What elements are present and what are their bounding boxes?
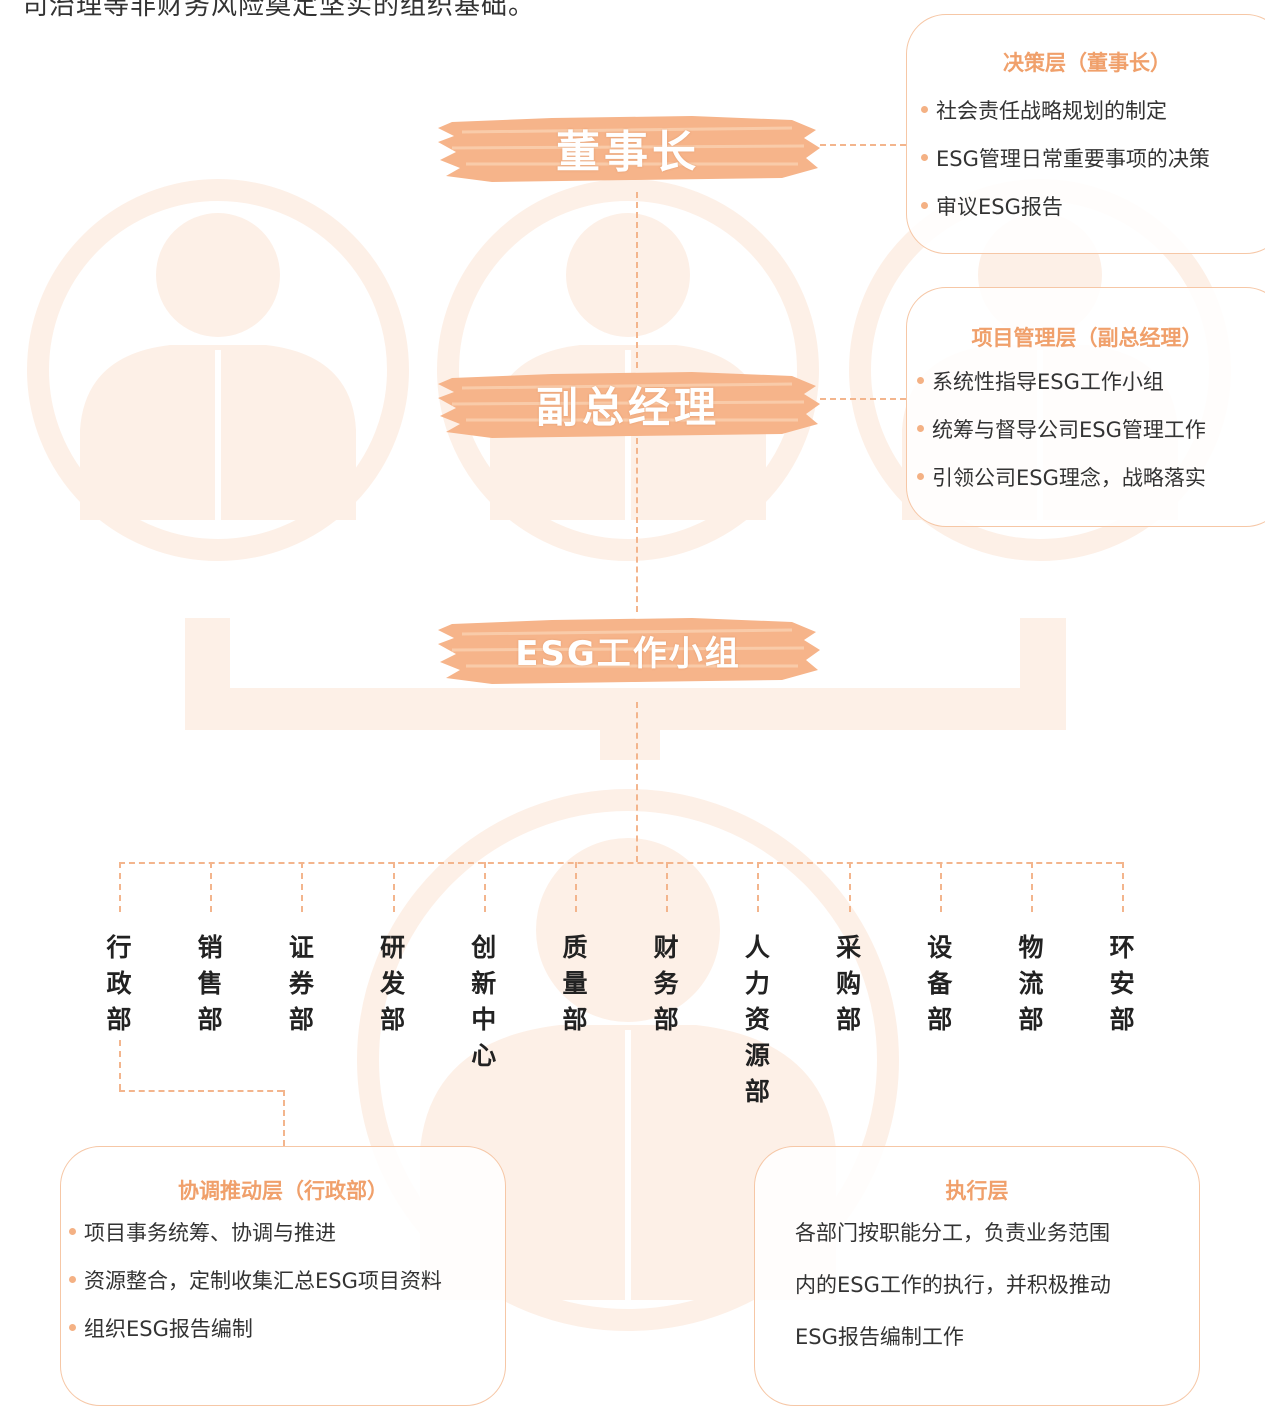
- decision-layer-box: 决策层（董事长） 社会责任战略规划的制定 ESG管理日常重要事项的决策 审议ES…: [906, 14, 1265, 254]
- list-item: 引领公司ESG理念，战略落实: [917, 454, 1206, 502]
- brush-stroke-icon: [438, 372, 820, 438]
- person-silhouette-icon: [357, 789, 899, 1331]
- department-label: 设备部: [927, 933, 953, 1034]
- bullet-dot-icon: [69, 1227, 76, 1235]
- list-item: 项目事务统筹、协调与推进: [69, 1209, 442, 1257]
- bullet-dot-icon: [921, 105, 928, 113]
- department-label: 质量部: [562, 933, 588, 1034]
- department-drop-line: [210, 862, 213, 912]
- connector-admin-across: [119, 1090, 283, 1092]
- esg-group-node: ESG工作小组: [432, 610, 824, 690]
- department-label: 物流部: [1018, 933, 1044, 1034]
- department-drop-line: [119, 862, 121, 912]
- connector-chairman-vicegm: [636, 192, 638, 368]
- vice-gm-node: 副总经理: [432, 364, 824, 444]
- coordination-layer-list: 项目事务统筹、协调与推进 资源整合，定制收集汇总ESG项目资料 组织ESG报告编…: [69, 1209, 442, 1353]
- department-label: 证券部: [288, 933, 314, 1034]
- coordination-layer-box: 协调推动层（行政部） 项目事务统筹、协调与推进 资源整合，定制收集汇总ESG项目…: [60, 1146, 506, 1406]
- vice-gm-label: 副总经理: [535, 382, 720, 432]
- bullet-dot-icon: [917, 376, 924, 384]
- list-item: 统筹与督导公司ESG管理工作: [917, 406, 1206, 454]
- coordination-layer-title: 协调推动层（行政部）: [178, 1179, 388, 1203]
- department-drop-line: [1031, 862, 1033, 912]
- department-label: 人力资源部: [744, 933, 770, 1106]
- department-drop-line: [1122, 862, 1125, 912]
- chairman-label: 董事长: [556, 127, 700, 178]
- person-silhouette-icon: [437, 179, 819, 561]
- list-item: 系统性指导ESG工作小组: [917, 358, 1206, 406]
- department-drop-line: [757, 862, 760, 912]
- list-item: 社会责任战略规划的制定: [921, 87, 1210, 135]
- execution-layer-description: 各部门按职能分工，负责业务范围 内的ESG工作的执行，并积极推动 ESG报告编制…: [795, 1221, 1111, 1349]
- department-label: 创新中心: [471, 933, 497, 1070]
- esg-group-label: ESG工作小组: [515, 633, 741, 674]
- brush-stroke-icon: [438, 618, 820, 684]
- connector-esg-departments: [636, 702, 638, 862]
- bullet-dot-icon: [69, 1275, 76, 1283]
- decision-layer-title: 决策层（董事长）: [1003, 51, 1171, 75]
- execution-layer-title: 执行层: [945, 1179, 1009, 1203]
- bullet-dot-icon: [917, 472, 924, 480]
- department-label: 行政部: [106, 933, 132, 1034]
- intro-text: 司治理等非财务风险奠定坚实的组织基础。: [22, 0, 536, 21]
- bullet-dot-icon: [69, 1323, 76, 1331]
- department-drop-line: [939, 862, 942, 912]
- department-label: 采购部: [836, 933, 862, 1034]
- bullet-dot-icon: [921, 201, 928, 209]
- list-item: 资源整合，定制收集汇总ESG项目资料: [69, 1257, 442, 1305]
- connector-admin-to-box: [283, 1090, 285, 1146]
- department-label: 研发部: [380, 933, 406, 1034]
- project-layer-list: 系统性指导ESG工作小组 统筹与督导公司ESG管理工作 引领公司ESG理念，战略…: [917, 358, 1206, 502]
- decision-layer-list: 社会责任战略规划的制定 ESG管理日常重要事项的决策 审议ESG报告: [921, 87, 1210, 231]
- bullet-dot-icon: [921, 153, 928, 161]
- department-drop-line: [848, 862, 851, 912]
- department-drop-line: [392, 862, 395, 912]
- department-drop-line: [575, 862, 577, 912]
- department-label: 财务部: [653, 933, 679, 1034]
- connector-vicegm-esg: [636, 438, 638, 612]
- list-item: 组织ESG报告编制: [69, 1305, 442, 1353]
- execution-layer-box: 执行层 各部门按职能分工，负责业务范围 内的ESG工作的执行，并积极推动 ESG…: [754, 1146, 1200, 1406]
- connector-chairman-decision-box: [820, 144, 906, 146]
- connector-vicegm-project-box: [820, 398, 906, 400]
- department-bus-line: [119, 862, 1122, 864]
- department-drop-line: [483, 862, 486, 912]
- project-layer-box: 项目管理层（副总经理） 系统性指导ESG工作小组 统筹与督导公司ESG管理工作 …: [906, 287, 1265, 527]
- chairman-node: 董事长: [432, 108, 824, 188]
- list-item: 审议ESG报告: [921, 183, 1210, 231]
- project-layer-title: 项目管理层（副总经理）: [971, 326, 1203, 350]
- department-drop-line: [666, 862, 669, 912]
- list-item: ESG管理日常重要事项的决策: [921, 135, 1210, 183]
- brush-stroke-icon: [438, 116, 820, 182]
- department-drop-line: [301, 862, 304, 912]
- department-label: 环安部: [1109, 933, 1135, 1034]
- bullet-dot-icon: [917, 424, 924, 432]
- person-silhouette-icon: [27, 179, 409, 561]
- connector-admin-down: [119, 1040, 121, 1090]
- department-label: 销售部: [197, 933, 223, 1034]
